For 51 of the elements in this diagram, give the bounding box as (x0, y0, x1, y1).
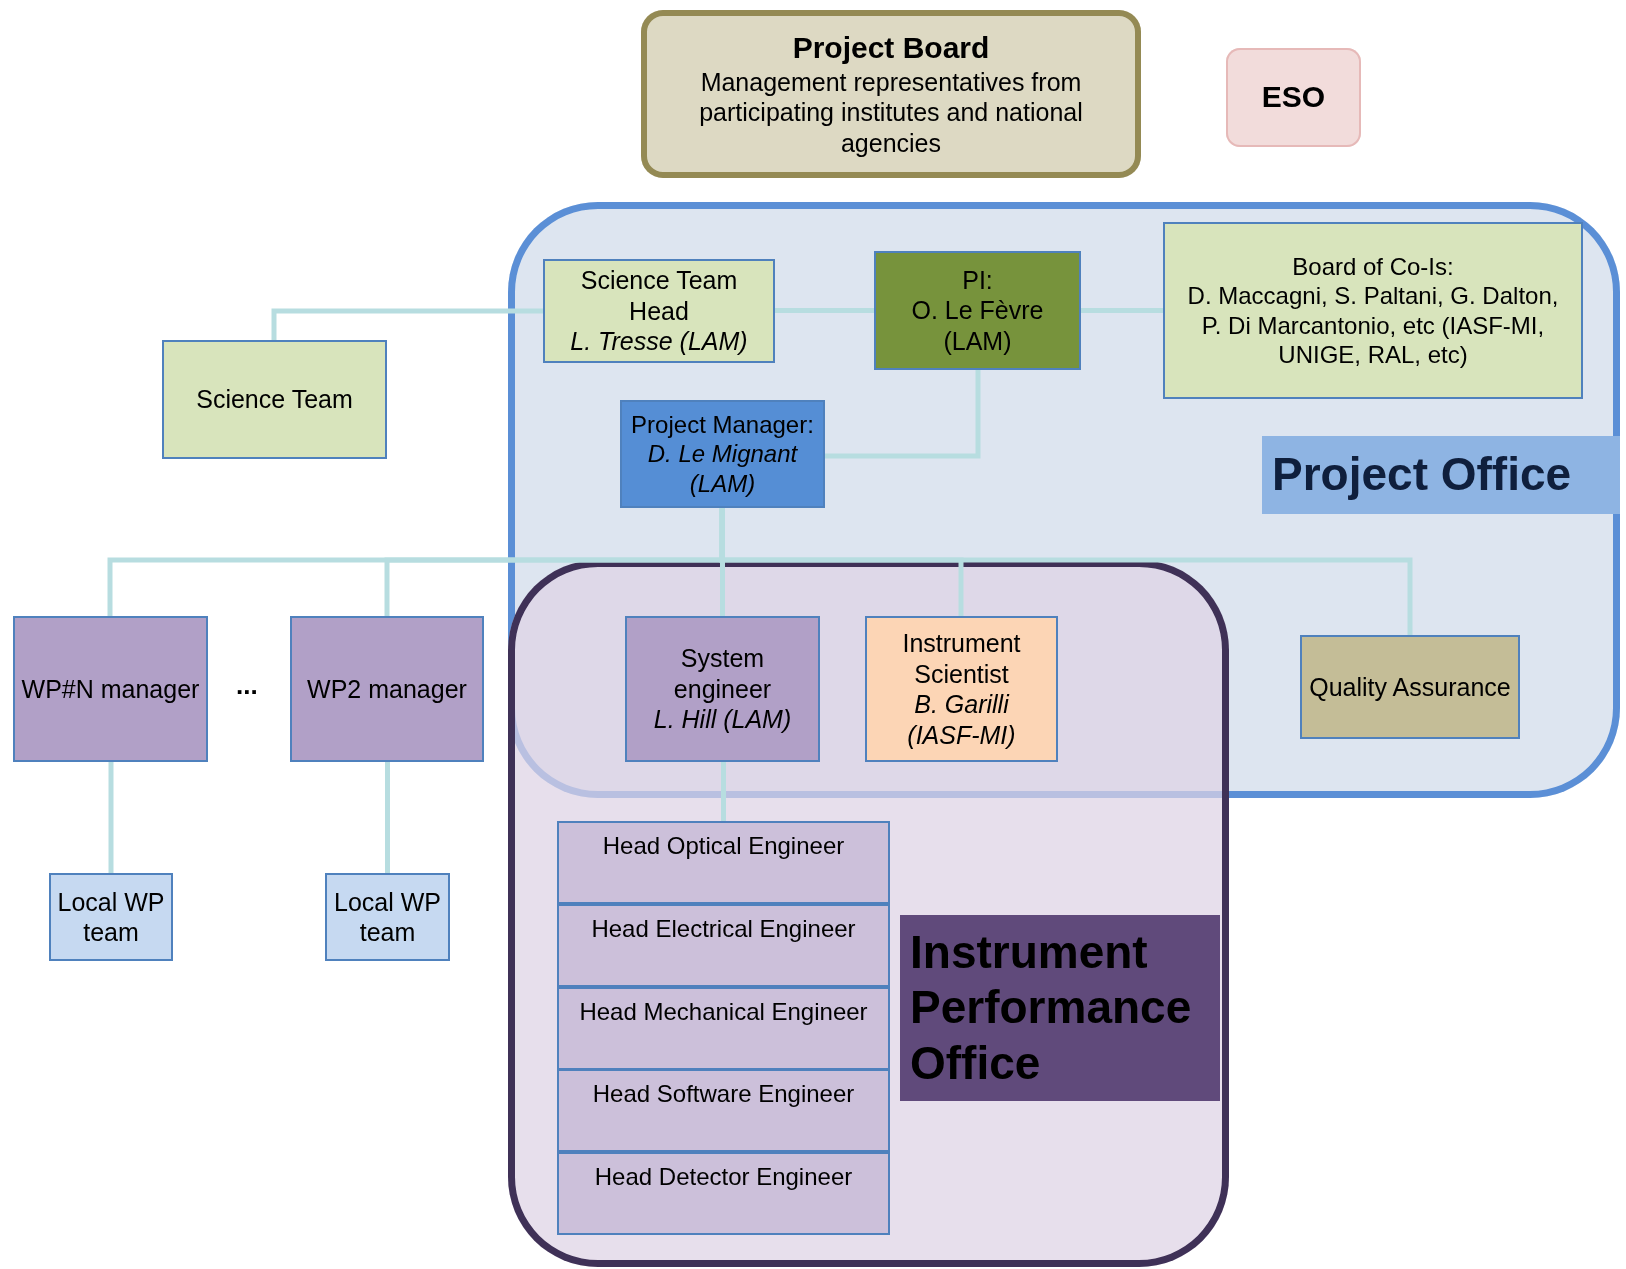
connector-line (825, 370, 981, 459)
role-box (865, 616, 1058, 762)
role-box (874, 251, 1081, 370)
role-box (620, 400, 825, 508)
team-box (49, 873, 173, 961)
box-label: Management representatives from participating institutes and national agencies (698, 66, 1084, 159)
role-box (557, 1069, 890, 1152)
connector-line (108, 762, 114, 873)
role-box (1300, 635, 1520, 739)
box-label: ESO (1261, 79, 1326, 116)
box-label: Local WP team (333, 886, 442, 948)
role-box (557, 1152, 890, 1235)
role-box (290, 616, 484, 762)
region-title: Instrument Performance Office (900, 915, 1220, 1101)
box-heading: Project Board (792, 29, 990, 66)
box-label: Head Electrical Engineer (591, 914, 856, 944)
box-label: D. Maccagni, S. Paltani, G. Dalton, P. Di Marcantonio, etc (IASF-MI, UNIGE, RAL, etc) (1186, 281, 1560, 370)
role-box (557, 987, 890, 1070)
box-label: O. Le Fèvre (LAM) (910, 295, 1045, 357)
role-box (1163, 222, 1583, 399)
box-label: PI: (962, 264, 993, 296)
connector-line (1081, 308, 1163, 313)
ellipsis-label: ... (236, 670, 258, 701)
role-box (625, 616, 820, 762)
connector-line (775, 308, 874, 313)
organization-box (1226, 48, 1361, 147)
role-box (13, 616, 208, 762)
box-label: WP2 manager (307, 673, 467, 705)
role-box (162, 340, 387, 459)
box-label: Project Manager: D. Le Mignant (LAM) (630, 410, 815, 498)
role-box (543, 259, 775, 363)
box-label: Science Team (196, 384, 353, 415)
box-label: Head Detector Engineer (594, 1162, 853, 1192)
role-box (557, 904, 890, 987)
connector-line (721, 762, 726, 821)
box-label: Instrument Scientist B. Garilli (IASF-MI) (901, 628, 1022, 750)
box-label: Local WP team (56, 886, 166, 948)
box-label: Head Optical Engineer (602, 831, 845, 861)
connector-line (271, 308, 543, 340)
box-label: Science Team Head L. Tresse (LAM) (569, 265, 749, 357)
region-title: Project Office (1262, 436, 1620, 514)
role-box (557, 821, 890, 904)
board-box (641, 10, 1141, 178)
team-box (325, 873, 450, 961)
box-label: Head Mechanical Engineer (579, 997, 868, 1027)
box-label: Head Software Engineer (592, 1079, 855, 1109)
connector-line (385, 762, 390, 873)
box-label: System engineer L. Hill (LAM) (652, 643, 793, 735)
box-label: WP#N manager (21, 673, 200, 705)
box-label: Quality Assurance (1309, 671, 1511, 703)
box-label: Board of Co-Is: (1292, 251, 1454, 282)
